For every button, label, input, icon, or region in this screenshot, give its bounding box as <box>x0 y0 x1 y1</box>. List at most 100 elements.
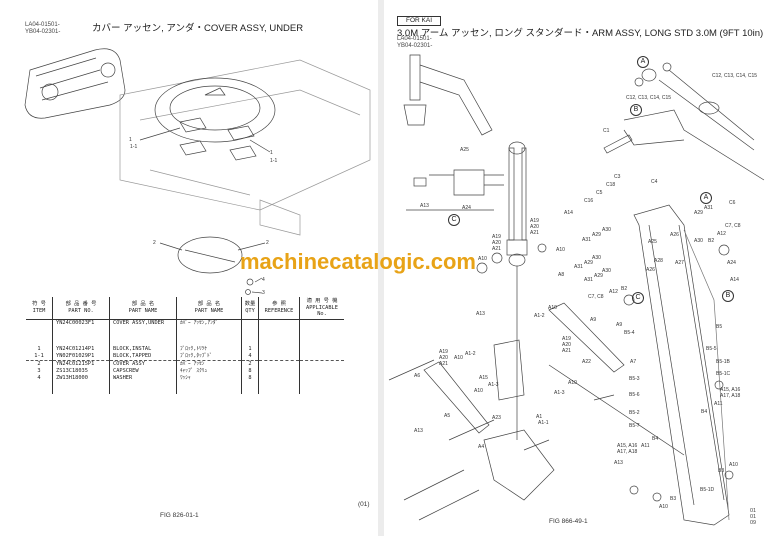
arm-assy-diagram <box>388 54 765 526</box>
header-jp: 適 用 号 機 <box>306 298 338 304</box>
callout-label: A20 <box>530 224 539 230</box>
reference-circle-label: B <box>722 290 734 302</box>
callout-label: A19 <box>439 349 448 355</box>
callout-label: A29 <box>592 232 601 238</box>
cell-empty <box>176 381 242 394</box>
callout-label: B5-1C <box>716 371 731 377</box>
header-en: ITEM <box>32 307 46 314</box>
header-jp: 部 品 名 <box>131 301 155 308</box>
callout-label: A1 <box>536 414 543 420</box>
model-codes: LA04-01501- YB04-02301- <box>25 22 60 36</box>
callout-label: A12 <box>609 289 618 295</box>
model-code: LA04-01501- <box>397 36 432 42</box>
callout-label: C3 <box>614 174 621 180</box>
cell-qty: 8 <box>241 367 259 375</box>
callout-label: A25 <box>460 147 469 153</box>
header-jp: 数量 <box>244 301 256 308</box>
reference-circle-label: C <box>632 292 644 304</box>
callout-label: 1-1 <box>130 144 138 150</box>
callout-label: A5 <box>444 413 451 419</box>
callout-label: A31 <box>704 205 713 211</box>
callout-label: B4 <box>701 409 708 415</box>
cell-part-no: YN24C01214P1 <box>52 326 110 353</box>
callout-label: A9 <box>590 317 597 323</box>
header-en: APPLICABLE No. <box>306 304 338 318</box>
callout-label: A24 <box>462 205 471 211</box>
callout-label: B5-1D <box>700 487 715 493</box>
model-codes: LA04-01501- YB04-02301- <box>397 36 432 50</box>
callout-label: A10 <box>659 504 668 510</box>
callout-label: B5-5 <box>706 346 717 352</box>
callout-label: A20 <box>439 355 448 361</box>
callout-label: A1-3 <box>488 382 499 388</box>
figure-number: FIG 866-49-1 <box>549 518 588 525</box>
callout-label: 2 <box>153 240 156 246</box>
cell-qty: 8 <box>241 374 259 382</box>
cell-app <box>299 367 344 375</box>
cell-name-jp: ｶﾊﾞｰ ｱｯｾﾝ <box>176 360 242 368</box>
cell-name-jp: ｶﾊﾞｰ ｱｯｾﾝ,ｱﾝﾀﾞ <box>176 319 242 327</box>
callout-label: C5 <box>596 190 603 196</box>
model-code: YB04-02301- <box>397 43 433 49</box>
callout-label: A1-2 <box>465 351 476 357</box>
callout-label: A30 <box>694 238 703 244</box>
callout-label: A20 <box>492 240 501 246</box>
callout-label: A13 <box>414 428 423 434</box>
right-page: FOR KAI 3.0M アーム アッセン, ロング スタンダード・ARM AS… <box>384 0 768 536</box>
callout-label: A15 <box>479 375 488 381</box>
callout-label: A27 <box>675 260 684 266</box>
callout-label: A31 <box>584 277 593 283</box>
header-jp: 部 品 名 <box>197 301 221 308</box>
callout-label: A1-1 <box>538 420 549 426</box>
cell-app <box>299 319 344 327</box>
cell-app <box>299 352 344 360</box>
for-kai-badge: FOR KAI <box>397 16 442 26</box>
callout-label: C1 <box>603 128 610 134</box>
cell-item: 4 <box>37 374 41 381</box>
callout-label: A10 <box>729 462 738 468</box>
callout-label: C6 <box>729 200 736 206</box>
cell-name-en: WASHER <box>109 374 177 382</box>
callout-label: A9 <box>616 322 623 328</box>
callout-label: A20 <box>562 342 571 348</box>
callout-label: A7 <box>630 359 637 365</box>
callout-label: A29 <box>694 210 703 216</box>
callout-label: A26 <box>670 232 679 238</box>
cell-ref <box>258 367 300 375</box>
callout-label: A10 <box>474 388 483 394</box>
callout-label: 2 <box>266 240 269 246</box>
callout-label: A13 <box>420 203 429 209</box>
under-cover-diagram <box>24 48 371 295</box>
cell-app <box>299 326 344 353</box>
callout-label: B5-2 <box>629 410 640 416</box>
callout-label: B5-1B <box>716 359 730 365</box>
callout-label: A11 <box>714 401 723 407</box>
callout-label: 3 <box>262 290 265 296</box>
header-jp: 部 品 番 号 <box>65 301 97 308</box>
callout-label: A28 <box>654 258 663 264</box>
cell-empty <box>241 381 259 394</box>
reference-circle-label: A <box>700 192 712 204</box>
callout-label: A31 <box>574 264 583 270</box>
callout-label: B3 <box>670 496 677 502</box>
callout-label: A23 <box>492 415 501 421</box>
callout-label: A19 <box>492 234 501 240</box>
table-row-empty <box>26 381 344 394</box>
callout-label: C16 <box>584 198 594 204</box>
cell-empty <box>258 381 300 394</box>
cell-empty <box>109 381 177 394</box>
callout-label: A10 <box>478 256 487 262</box>
callout-label: C12, C13, C14, C15 <box>712 73 758 79</box>
callout-label: A22 <box>582 359 591 365</box>
cell-ref <box>258 360 300 368</box>
callout-label: A30 <box>602 227 611 233</box>
callout-label: 4 <box>262 277 265 283</box>
callout-label: A13 <box>476 311 485 317</box>
callout-label: B2 <box>708 238 715 244</box>
